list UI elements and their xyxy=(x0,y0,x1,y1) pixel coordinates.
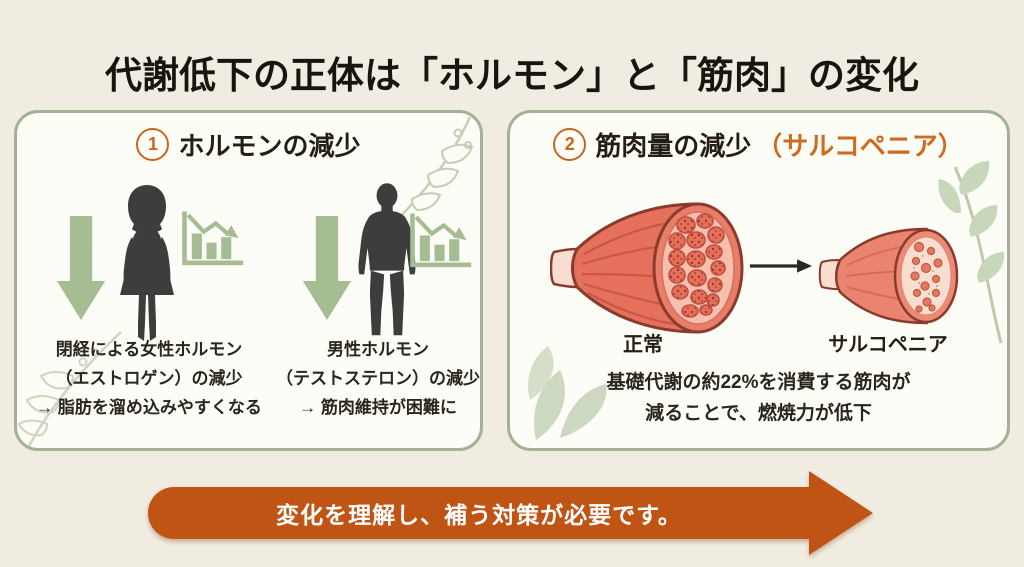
panel-muscle-decline: 2 筋肉量の減少 （サルコペニア） xyxy=(507,110,1010,451)
down-arrow-icon xyxy=(56,216,106,320)
muscle-heading-text: 筋肉量の減少 xyxy=(595,131,752,161)
page-title: 代謝低下の正体は「ホルモン」と「筋肉」の変化 xyxy=(105,54,919,96)
text-line: 基礎代謝の約22%を消費する筋肉が xyxy=(606,372,911,393)
leaf-decoration xyxy=(17,331,122,447)
muscle-normal-illustration xyxy=(550,202,744,334)
leaf-decoration xyxy=(528,346,607,440)
text-line: 男性ホルモン xyxy=(327,340,429,359)
text-line: 減ることで、燃焼力が低下 xyxy=(645,403,872,424)
conclusion-arrow-banner: 変化を理解し、補う対策が必要です。 xyxy=(148,471,888,559)
banner-text: 変化を理解し、補う対策が必要です。 xyxy=(148,487,810,539)
text-line: （テストステロン）の減少 xyxy=(276,369,480,388)
label-sarcopenia: サルコペニア xyxy=(828,334,948,356)
label-normal: 正常 xyxy=(623,334,663,356)
right-arrow-icon xyxy=(749,259,813,273)
muscle-sarcopenia-illustration xyxy=(818,227,959,325)
circled-number-1-icon: 1 xyxy=(136,128,170,161)
down-arrow-icon xyxy=(302,216,352,320)
hormone-heading-text: ホルモンの減少 xyxy=(178,131,361,161)
muscle-heading-accent: （サルコペニア） xyxy=(756,131,964,161)
declining-chart-icon xyxy=(410,213,472,268)
muscle-panel-heading: 2 筋肉量の減少 （サルコペニア） xyxy=(510,126,1007,163)
leaf-decoration xyxy=(393,116,474,224)
panel-hormone-decline: 1 ホルモンの減少 xyxy=(14,110,483,451)
leaf-decoration xyxy=(938,161,1005,344)
text-line: 閉経による女性ホルモン xyxy=(55,340,243,359)
circled-number-2-icon: 2 xyxy=(553,128,587,161)
female-silhouette xyxy=(120,185,174,341)
banner-arrowhead-icon xyxy=(809,471,873,555)
female-hormone-text: 閉経による女性ホルモン （エストロゲン）の減少 → 脂肪を溜め込みやすくなる xyxy=(19,335,279,422)
male-hormone-text: 男性ホルモン （テストステロン）の減少 → 筋肉維持が困難に xyxy=(273,335,480,422)
text-line: → 筋肉維持が困難に xyxy=(299,398,457,417)
muscle-description-text: 基礎代謝の約22%を消費する筋肉が 減ることで、燃焼力が低下 xyxy=(510,367,1007,429)
declining-chart-icon xyxy=(182,211,244,266)
text-line: → 脂肪を溜め込みやすくなる xyxy=(36,398,262,417)
text-line: （エストロゲン）の減少 xyxy=(55,369,243,388)
hormone-panel-heading: 1 ホルモンの減少 xyxy=(17,126,480,163)
